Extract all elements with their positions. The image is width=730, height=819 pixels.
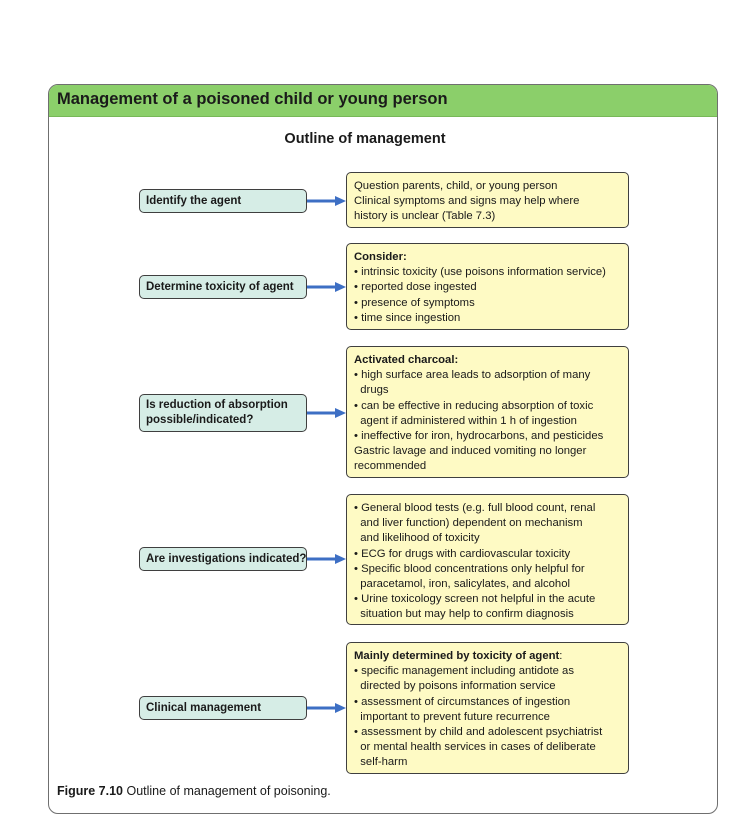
arrow-right-icon [307,196,346,206]
note-line: • assessment of circumstances of ingesti… [354,695,571,708]
note-line: self-harm [354,756,408,769]
note-line: • ECG for drugs with cardiovascular toxi… [354,547,571,560]
note-line: • General blood tests (e.g. full blood c… [354,502,596,514]
step-clinical-management: Clinical management [139,696,307,720]
note-line: history is unclear (Table 7.3) [354,210,496,223]
note-identify-agent: Question parents, child, or young person… [346,172,629,228]
note-line: recommended [354,460,427,473]
panel-header: Management of a poisoned child or young … [49,85,717,117]
note-investigations: • General blood tests (e.g. full blood c… [346,494,629,625]
figure-caption-label: Figure 7.10 [57,784,123,798]
note-line: and liver function) dependent on mechani… [354,517,583,530]
note-line: paracetamol, iron, salicylates, and alco… [354,578,571,591]
note-line: Question parents, child, or young person [354,180,558,192]
note-heading: Consider: [354,251,407,263]
note-line: • ineffective for iron, hydrocarbons, an… [354,430,604,443]
note-line: drugs [354,384,389,397]
step-determine-toxicity: Determine toxicity of agent [139,275,307,299]
note-line: situation but may help to confirm diagno… [354,608,574,621]
note-heading: Activated charcoal: [354,354,459,366]
step-label-line: possible/indicated? [146,414,254,426]
note-line: • can be effective in reducing absorptio… [354,399,594,412]
arrow-right-icon [307,408,346,418]
note-reduction-of-absorption: Activated charcoal: • high surface area … [346,346,629,478]
diagram-title: Outline of management [284,131,446,147]
note-line: or mental health services in cases of de… [354,741,596,754]
note-line: Gastric lavage and induced vomiting no l… [354,445,587,458]
note-determine-toxicity: Consider: • intrinsic toxicity (use pois… [346,243,629,330]
arrow-right-icon [307,554,346,564]
panel-title: Management of a poisoned child or young … [57,90,448,108]
note-clinical-management: Mainly determined by toxicity of agent: … [346,642,629,774]
note-line: directed by poisons information service [354,680,556,693]
note-heading-suffix: : [559,650,563,662]
note-line: agent if administered within 1 h of inge… [354,414,577,427]
step-label-line: Identify the agent [146,194,242,207]
step-identify-agent: Identify the agent [139,189,307,213]
arrow-right-icon [307,282,346,292]
step-label-line: Is reduction of absorption [146,399,288,411]
note-line: • high surface area leads to adsorption … [354,369,591,382]
step-label-line: Clinical management [146,701,262,714]
note-heading-row: Mainly determined by toxicity of agent: [354,649,624,664]
note-line: Clinical symptoms and signs may help whe… [354,195,580,208]
note-line: • reported dose ingested [354,281,477,294]
note-line: • presence of symptoms [354,296,475,309]
step-investigations: Are investigations indicated? [139,547,307,571]
note-line: and likelihood of toxicity [354,532,480,545]
note-heading: Mainly determined by toxicity of agent [354,650,560,662]
figure-caption: Figure 7.10 Outline of management of poi… [57,784,331,798]
step-label-line: Determine toxicity of agent [146,280,294,293]
note-line: • intrinsic toxicity (use poisons inform… [354,266,606,279]
note-line: • time since ingestion [354,311,461,324]
figure-panel: Management of a poisoned child or young … [48,84,718,814]
arrow-right-icon [307,703,346,713]
step-label-line: Are investigations indicated? [146,552,307,565]
note-line: • assessment by child and adolescent psy… [354,726,603,739]
note-line: • Specific blood concentrations only hel… [354,562,585,575]
note-line: • Urine toxicology screen not helpful in… [354,593,596,606]
note-line: important to prevent future recurrence [354,710,550,723]
figure-caption-text: Outline of management of poisoning. [126,784,331,798]
note-line: • specific management including antidote… [354,665,574,678]
step-reduction-of-absorption: Is reduction of absorption possible/indi… [139,394,307,432]
